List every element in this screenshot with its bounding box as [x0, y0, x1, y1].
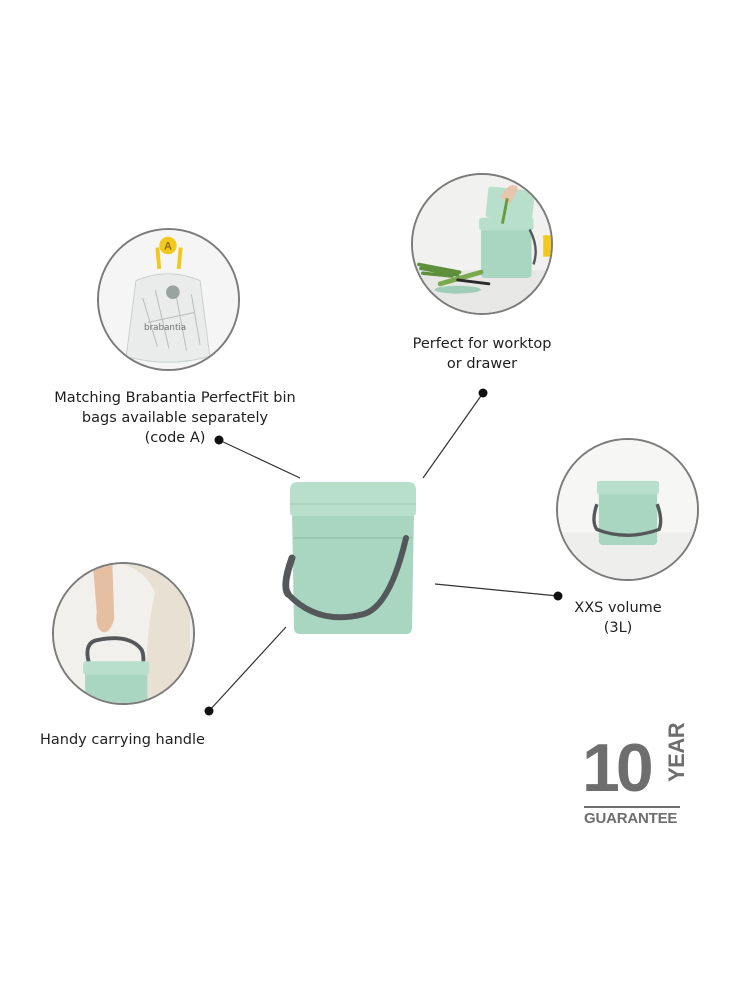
guarantee-unit: YEAR: [664, 722, 689, 782]
worktop-caption: Perfect for worktop or drawer: [392, 334, 572, 374]
handle-image: [52, 562, 195, 705]
bags-caption-line-2: bags available separately: [81, 410, 269, 426]
connector-dot-handle: [204, 706, 214, 716]
guarantee-word: GUARANTEE: [584, 810, 678, 827]
bags-caption: Matching Brabantia PerfectFit bin bags a…: [40, 388, 310, 448]
volume-caption-line-1: XXS volume: [574, 600, 662, 616]
bin-bag-image: A brabantia: [97, 228, 240, 371]
connector-handle: [208, 626, 287, 712]
connector-volume: [434, 583, 559, 597]
handle-caption-line-1: Handy carrying handle: [40, 732, 205, 748]
handle-caption: Handy carrying handle: [40, 730, 210, 750]
worktop-caption-line-1: Perfect for worktop: [412, 336, 552, 352]
bag-brand: brabantia: [144, 323, 186, 333]
guarantee-number: 10: [582, 730, 654, 806]
sort-and-go-bin: [278, 478, 428, 643]
guarantee-badge: 10 YEAR GUARANTEE: [582, 723, 689, 834]
volume-image: [556, 438, 699, 581]
worktop-caption-line-2: or drawer: [446, 356, 518, 372]
connector-dot-worktop: [478, 388, 488, 398]
volume-caption: XXS volume (3L): [548, 598, 688, 638]
worktop-image: [411, 173, 553, 315]
bags-caption-line-1: Matching Brabantia PerfectFit bin: [54, 390, 296, 406]
volume-caption-line-2: (3L): [603, 620, 633, 636]
guarantee-divider: [584, 806, 680, 808]
tag-letter: A: [164, 240, 172, 252]
connector-worktop: [422, 392, 484, 479]
bags-caption-line-3: (code A): [144, 430, 206, 446]
